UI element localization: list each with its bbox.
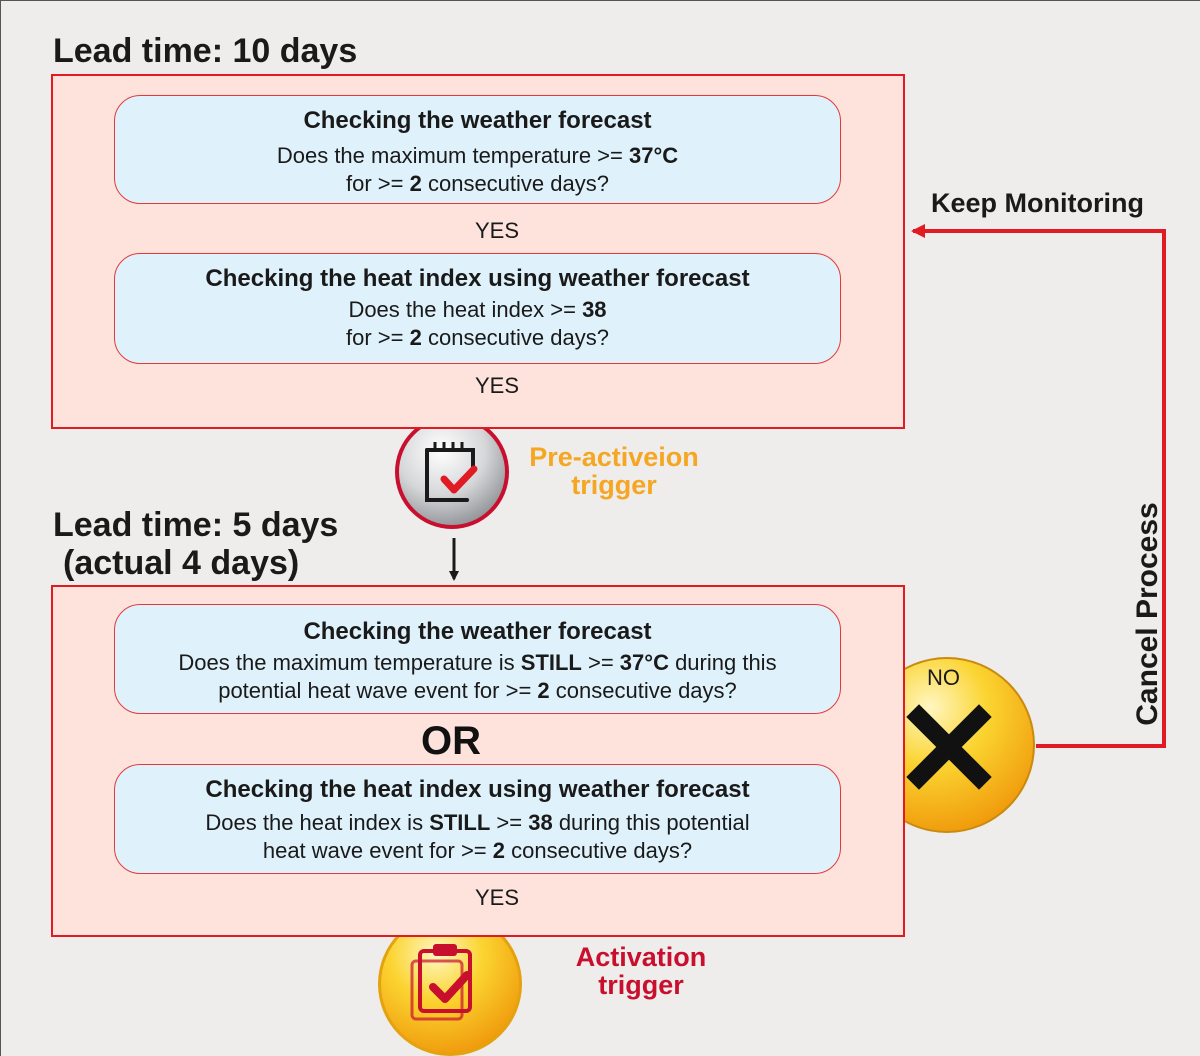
x-mark-icon — [906, 704, 992, 790]
pre-activation-trigger-label: Pre-activeion trigger — [529, 442, 699, 500]
s2-box2-line2: heat wave event for >= 2 consecutive day… — [262, 838, 693, 863]
s1-box1-title: Checking the weather forecast — [303, 107, 652, 134]
section2-heading-line2: (actual 4 days) — [63, 544, 300, 582]
keep-monitoring-loop — [911, 224, 1166, 748]
s2-yes-label: YES — [475, 885, 520, 910]
clipboard-check-icon — [410, 944, 472, 1021]
section1-heading: Lead time: 10 days — [53, 32, 358, 70]
s1-box1-line2: for >= 2 consecutive days? — [346, 171, 609, 196]
s2-heat-index-box: Checking the heat index using weather fo… — [114, 764, 841, 874]
checklist-icon — [425, 442, 478, 502]
keep-monitoring-label: Keep Monitoring — [931, 188, 1144, 218]
s2-box1-line2: potential heat wave event for >= 2 conse… — [218, 678, 737, 703]
s1-box1-line1: Does the maximum temperature >= 37°C — [276, 143, 679, 168]
s1-heat-index-box: Checking the heat index using weather fo… — [114, 253, 841, 364]
s2-box2-line1: Does the heat index is STILL >= 38 durin… — [205, 810, 750, 835]
activation-badge — [378, 912, 522, 1056]
s1-box2-line2: for >= 2 consecutive days? — [346, 325, 609, 350]
s1-box2-title: Checking the heat index using weather fo… — [205, 265, 750, 292]
s2-box1-line1: Does the maximum temperature is STILL >=… — [178, 650, 777, 675]
s2-weather-forecast-box: Checking the weather forecast Does the m… — [114, 604, 841, 714]
s2-box2-title: Checking the heat index using weather fo… — [205, 776, 750, 803]
s1-weather-forecast-box: Checking the weather forecast Does the m… — [114, 95, 841, 204]
activation-trigger-label: Activation trigger — [575, 942, 707, 1000]
s1-yes-label-2: YES — [475, 373, 520, 398]
s1-box2-line1: Does the heat index >= 38 — [348, 297, 607, 322]
s1-yes-label-1: YES — [475, 218, 520, 243]
or-label: OR — [421, 719, 481, 763]
pre-activation-badge — [395, 415, 509, 529]
s2-box1-title: Checking the weather forecast — [303, 618, 652, 645]
cancel-process-label: Cancel Process — [1131, 502, 1164, 726]
no-label: NO — [927, 665, 960, 690]
section2-heading-line1: Lead time: 5 days — [53, 506, 339, 544]
